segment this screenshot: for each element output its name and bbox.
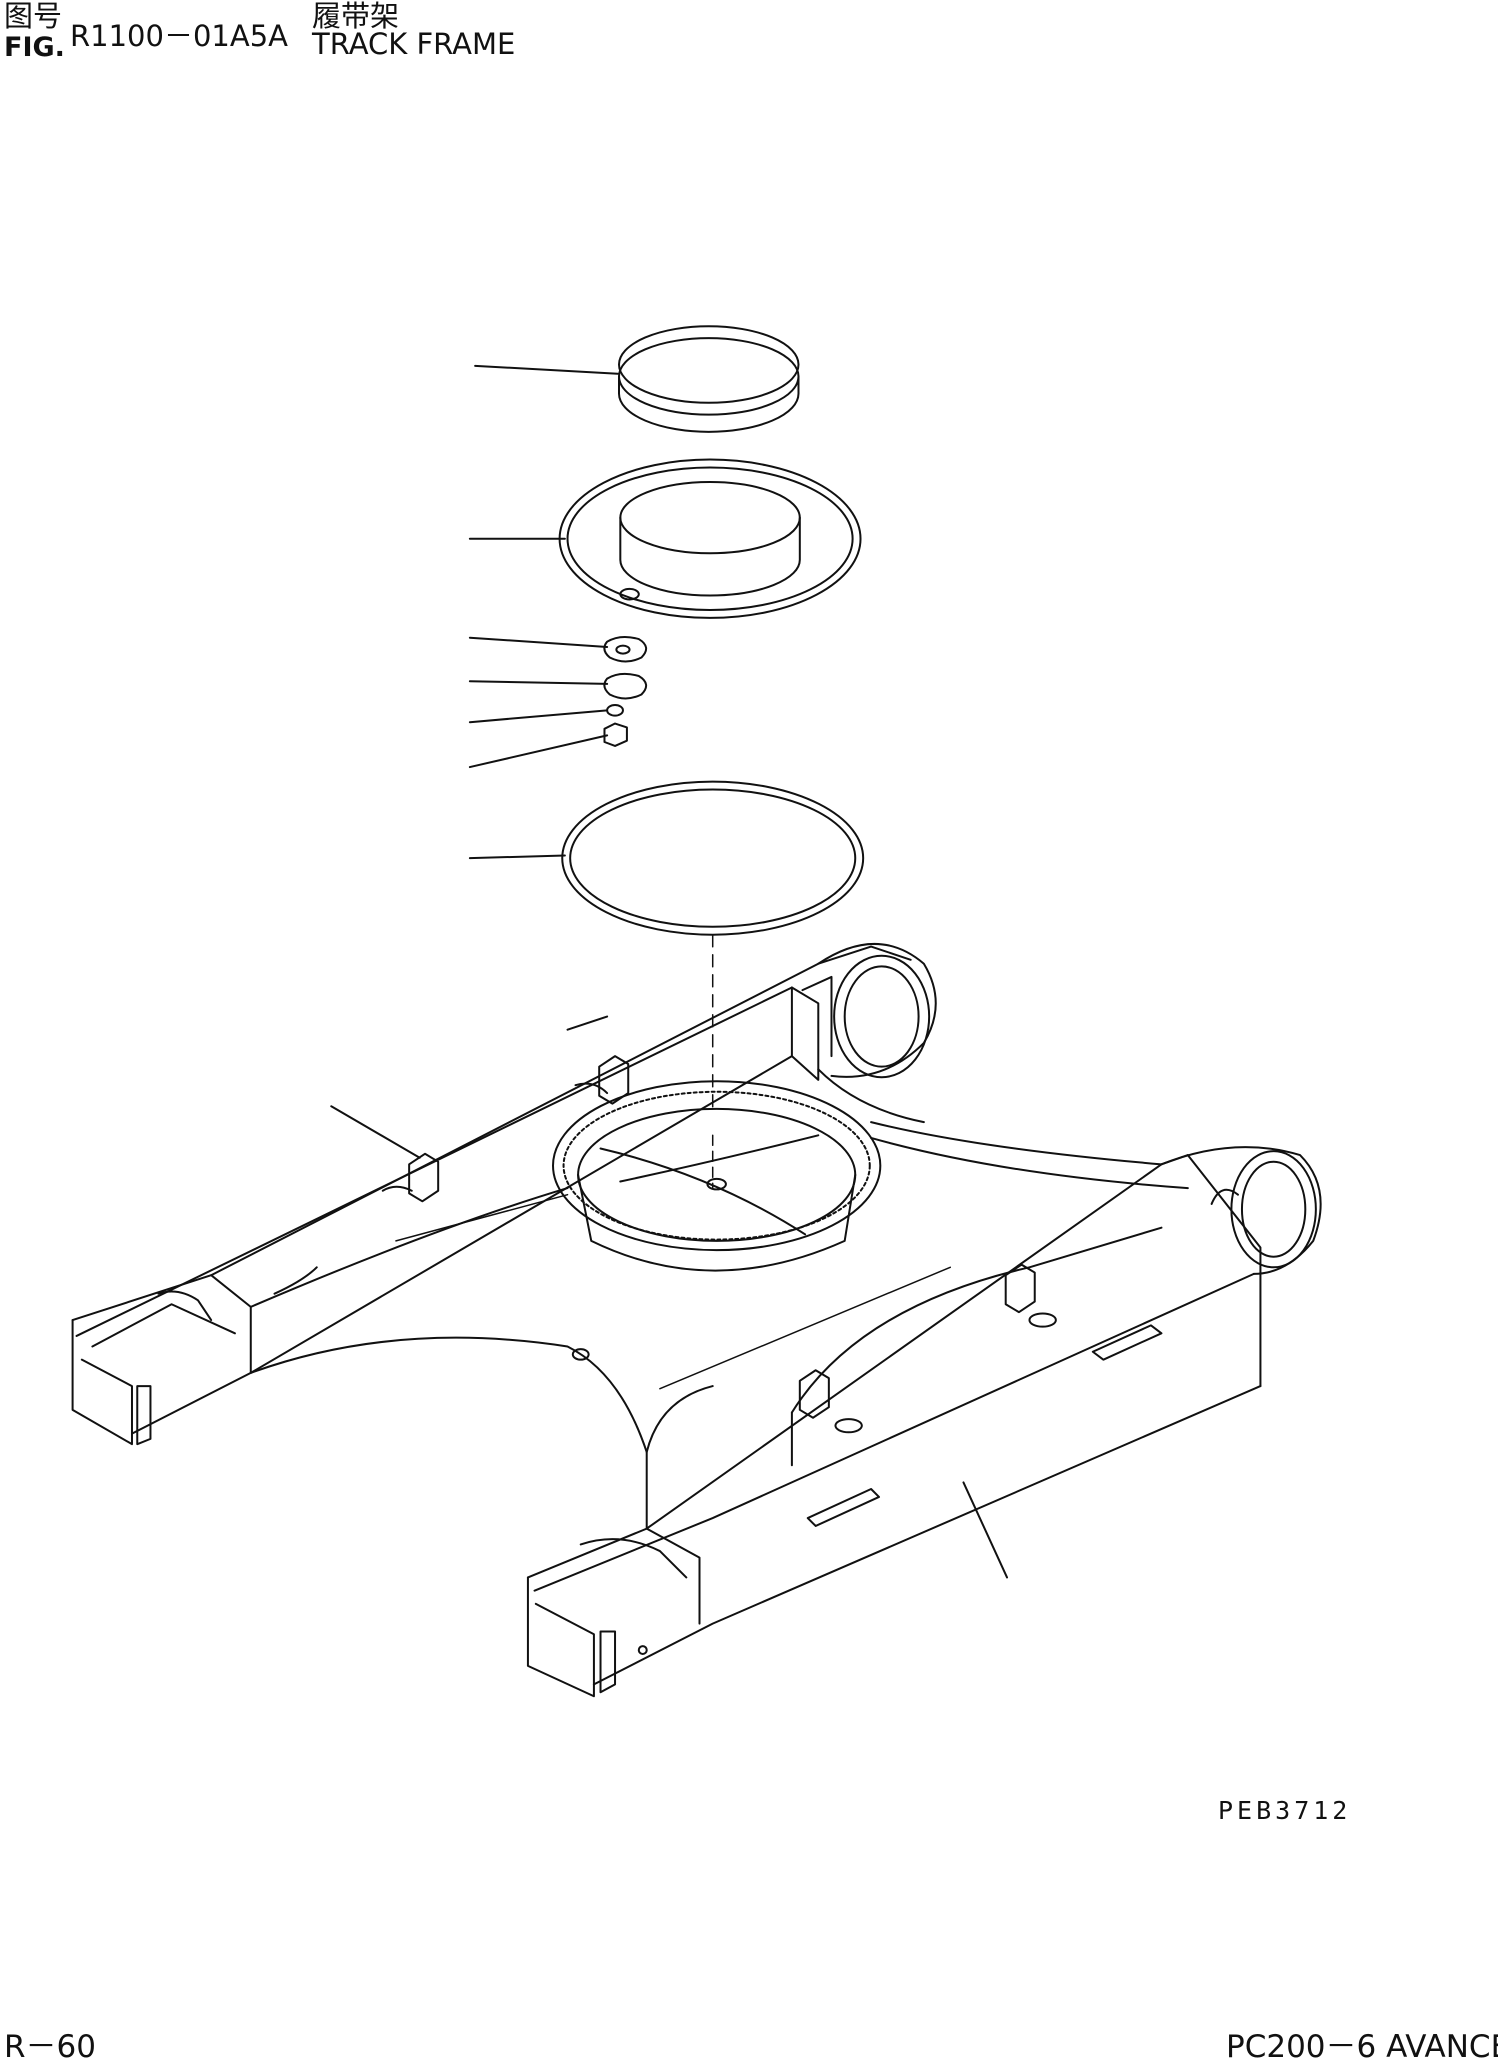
figure-number: R1100－01A5A xyxy=(70,19,288,53)
leader-o-ring xyxy=(470,856,565,859)
leader-seal-ring xyxy=(475,366,618,374)
title-cjk: 履带架 xyxy=(312,0,400,33)
leader-nut xyxy=(470,735,607,767)
leader-packing xyxy=(470,681,607,684)
leader-washer xyxy=(470,710,607,722)
title-english: TRACK FRAME xyxy=(312,27,516,61)
fastener-stack xyxy=(604,637,646,746)
page-number: R－60 xyxy=(4,2029,96,2065)
leader-plate xyxy=(470,638,607,647)
track-frame xyxy=(73,944,1321,1696)
figure-label-cjk: 图号 xyxy=(4,0,63,33)
leader-bolt xyxy=(331,1106,419,1157)
o-ring xyxy=(562,782,863,935)
leader-track-frame xyxy=(963,1482,1007,1577)
leader-lines xyxy=(331,366,1007,1578)
drawing-code: PEB3712 xyxy=(1218,1796,1352,1825)
nut xyxy=(604,724,626,746)
model-name: PC200－6 AVANCE xyxy=(1226,2029,1498,2065)
washer xyxy=(607,705,623,716)
figure-label: FIG. xyxy=(4,32,65,63)
packing xyxy=(604,674,646,699)
cover-plate xyxy=(560,460,861,618)
seal-ring xyxy=(619,326,798,432)
plate xyxy=(604,637,646,662)
